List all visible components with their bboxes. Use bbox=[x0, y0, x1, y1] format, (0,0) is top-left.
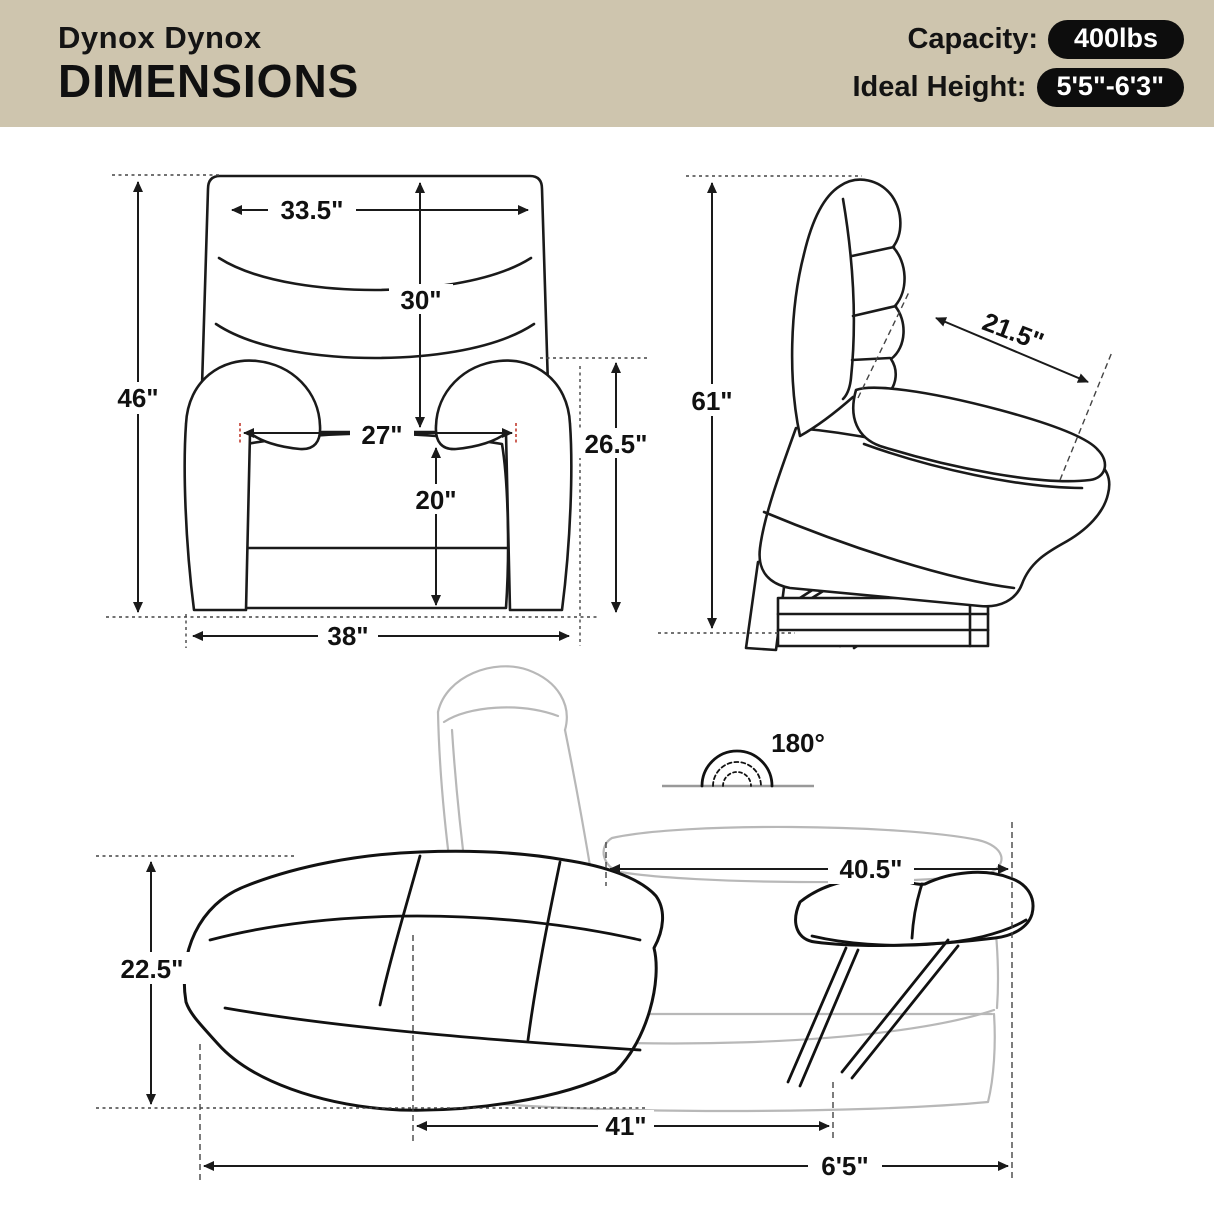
lift-back-seam-b bbox=[851, 304, 898, 318]
dim-label-20: 20" bbox=[415, 485, 456, 515]
dim-label-38: 38" bbox=[327, 621, 368, 651]
lift-back-seam-c bbox=[850, 356, 892, 362]
dim-label-21-5: 21.5" bbox=[978, 306, 1048, 357]
front-view-drawing: 46" 33.5" 30" 27" bbox=[106, 174, 658, 652]
dim-label-22-5: 22.5" bbox=[121, 954, 184, 984]
dim-front-back-width: 33.5" bbox=[231, 194, 529, 225]
dim-label-61: 61" bbox=[691, 386, 732, 416]
spec-row-ideal-height: Ideal Height: 5'5"-6'3" bbox=[852, 68, 1184, 107]
ghost-headrest bbox=[436, 665, 568, 732]
lift-body-seam bbox=[762, 510, 1016, 590]
dim-front-seat-height: 20" bbox=[405, 447, 467, 606]
dim-recline-backrest-length: 40.5" bbox=[609, 852, 1009, 884]
ghost-headrest-seam bbox=[442, 706, 560, 724]
footrest-strut-1b bbox=[798, 948, 860, 1088]
reclined-view-drawing: 180° 40.5" 22.5" bbox=[96, 665, 1035, 1184]
lift-armrest bbox=[851, 386, 1107, 483]
reclined-back-seam-cross-2 bbox=[526, 860, 562, 1042]
front-seat bbox=[238, 432, 510, 610]
dim-lift-height: 61" bbox=[682, 182, 742, 629]
reclined-back-seam-cross-1 bbox=[378, 854, 422, 1007]
ghost-armrest bbox=[602, 825, 1003, 884]
header: Dynox Dynox DIMENSIONS Capacity: 400lbs … bbox=[0, 0, 1214, 127]
dim-front-seat-width: 27" bbox=[243, 419, 513, 450]
ideal-height-label: Ideal Height: bbox=[852, 71, 1027, 103]
page-title: DIMENSIONS bbox=[58, 55, 360, 108]
dim-lift-seat-depth: 21.5" bbox=[935, 306, 1089, 383]
dim-label-33-5: 33.5" bbox=[281, 195, 344, 225]
dim-front-overall-width: 38" bbox=[192, 620, 570, 652]
footrest-bottom-seam bbox=[810, 918, 1028, 947]
reclined-backrest bbox=[182, 849, 664, 1112]
reclined-back-seam-long-2 bbox=[223, 1006, 642, 1052]
dim-label-27: 27" bbox=[361, 420, 402, 450]
capacity-label: Capacity: bbox=[907, 23, 1038, 55]
ideal-height-badge: 5'5"-6'3" bbox=[1036, 68, 1184, 107]
capacity-badge: 400lbs bbox=[1048, 20, 1184, 59]
diagram-canvas: 46" 33.5" 30" 27" bbox=[96, 174, 1113, 1184]
footrest-seam bbox=[910, 882, 924, 940]
front-left-arm bbox=[183, 359, 322, 612]
dim-recline-footrest-height: 22.5" bbox=[108, 861, 196, 1105]
lift-back-seam-a bbox=[850, 245, 896, 258]
dim-label-41: 41" bbox=[605, 1111, 646, 1141]
brand-text: Dynox Dynox bbox=[58, 20, 262, 56]
side-lift-view-drawing: 61" 21.5" bbox=[658, 175, 1113, 652]
dim-label-46: 46" bbox=[117, 383, 158, 413]
spec-list: Capacity: 400lbs Ideal Height: 5'5"-6'3" bbox=[852, 20, 1184, 107]
lift-armrest-underseam bbox=[862, 442, 1084, 490]
reclined-back-seam-long-1 bbox=[208, 914, 642, 942]
dim-label-30: 30" bbox=[400, 285, 441, 315]
footrest-strut-2b bbox=[850, 944, 960, 1080]
front-back-seam-2 bbox=[214, 322, 536, 360]
dim-front-overall-height: 46" bbox=[110, 181, 166, 613]
dim-recline-footprint: 41" bbox=[416, 1110, 830, 1142]
dim-label-40-5: 40.5" bbox=[840, 854, 903, 884]
recline-angle-icon bbox=[662, 749, 814, 788]
front-back-seam-1 bbox=[217, 256, 533, 292]
brand-block: Dynox Dynox DIMENSIONS bbox=[58, 20, 360, 108]
footrest-strut-2a bbox=[840, 938, 950, 1074]
spec-row-capacity: Capacity: 400lbs bbox=[907, 20, 1184, 59]
lift-back-seam bbox=[841, 197, 856, 401]
dim-front-arm-height: 26.5" bbox=[574, 362, 658, 613]
dim-recline-total-length: 6'5" bbox=[203, 1150, 1009, 1182]
dim-label-180: 180° bbox=[771, 728, 825, 758]
lift-base-rails bbox=[776, 596, 990, 648]
front-right-arm bbox=[434, 359, 573, 612]
dim-label-6-5: 6'5" bbox=[821, 1151, 868, 1181]
dim-label-26-5: 26.5" bbox=[585, 429, 648, 459]
footrest-strut-1a bbox=[786, 946, 848, 1084]
lift-depth-ext-line-2 bbox=[1059, 351, 1113, 481]
dim-front-back-height: 30" bbox=[389, 182, 453, 428]
